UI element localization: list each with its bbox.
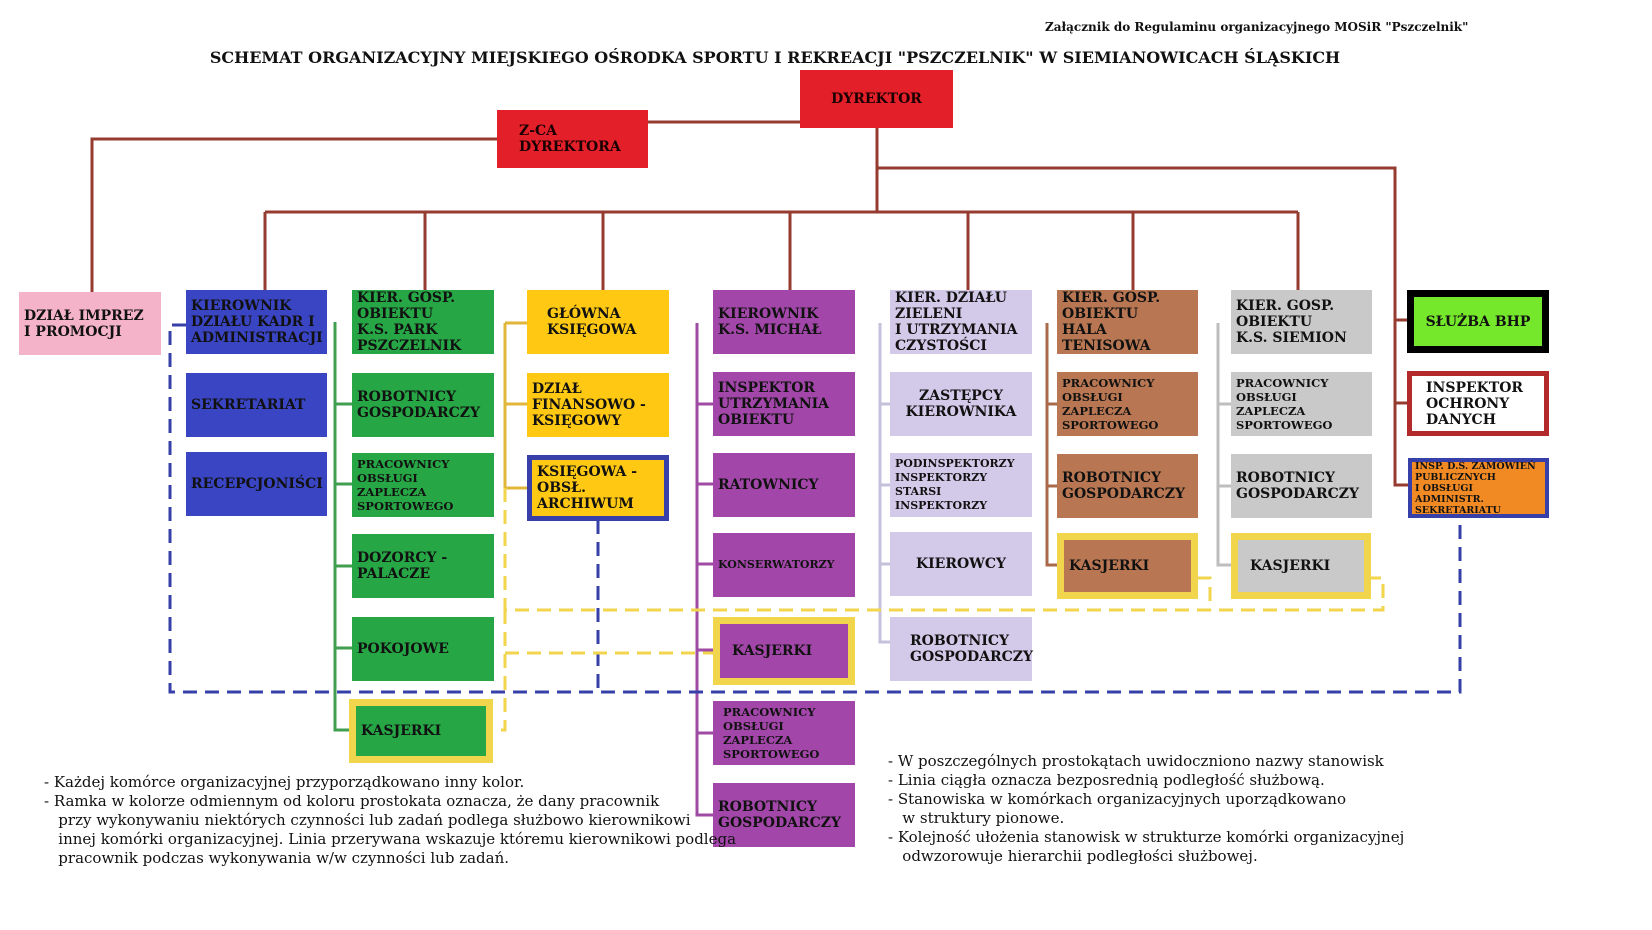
archive-accountant-box: KSIĘGOWA - OBSŁ. ARCHIWUM — [527, 455, 669, 521]
pszczelnik-guards-box: DOZORCY - PALACZE — [352, 534, 494, 598]
annex-caption: Załącznik do Regulaminu organizacyjnego … — [1045, 20, 1469, 34]
siemion-staff-box: PRACOWNICY OBSŁUGI ZAPLECZA SPORTOWEGO — [1231, 372, 1372, 436]
director-box: DYREKTOR — [800, 70, 953, 128]
michal-inspector-box: INSPEKTOR UTRZYMANIA OBIEKTU — [713, 372, 855, 436]
finance-department-box: DZIAŁ FINANSOWO - KSIĘGOWY — [527, 373, 669, 437]
pszczelnik-staff-box: PRACOWNICY OBSŁUGI ZAPLECZA SPORTOWEGO — [352, 453, 494, 517]
receptionists-box: RECEPCJONIŚCI — [186, 452, 327, 516]
deputy-director-box: Z-CA DYREKTORA — [497, 110, 648, 168]
diagram-title: SCHEMAT ORGANIZACYJNY MIEJSKIEGO OŚRODKA… — [209, 48, 1341, 67]
michal-manager-box: KIEROWNIK K.S. MICHAŁ — [713, 290, 855, 354]
hr-manager-box: KIEROWNIK DZIAŁU KADR I ADMINISTRACJI — [186, 290, 327, 354]
greenery-drivers-box: KIEROWCY — [890, 532, 1032, 596]
pszczelnik-manager-box: KIER. GOSP. OBIEKTU K.S. PARK PSZCZELNIK — [352, 290, 494, 354]
greenery-deputies-box: ZASTĘPCY KIEROWNIKA — [890, 372, 1032, 436]
notes-right: - W poszczególnych prostokątach uwidoczn… — [888, 752, 1405, 865]
greenery-inspectors-box: PODINSPEKTORZY INSPEKTORZY STARSI INSPEK… — [890, 453, 1032, 517]
siemion-manager-box: KIER. GOSP. OBIEKTU K.S. SIEMION — [1231, 290, 1372, 354]
greenery-workers-box: ROBOTNICY GOSPODARCZY — [890, 617, 1033, 681]
tennis-manager-box: KIER. GOSP. OBIEKTU HALA TENISOWA — [1057, 290, 1198, 354]
michal-lifeguards-box: RATOWNICY — [713, 453, 855, 517]
pszczelnik-cashiers-box: KASJERKI — [349, 699, 493, 763]
data-protection-inspector-box: INSPEKTOR OCHRONY DANYCH — [1407, 371, 1549, 436]
pszczelnik-maids-box: POKOJOWE — [352, 617, 494, 681]
tennis-workers-box: ROBOTNICY GOSPODARCZY — [1057, 454, 1198, 518]
procurement-inspector-box: INSP. D.S. ZAMÓWIEŃ PUBLICZNYCH I OBSŁUG… — [1408, 458, 1549, 518]
michal-workers-box: ROBOTNICY GOSPODARCZY — [713, 783, 855, 847]
tennis-cashiers-box: KASJERKI — [1057, 533, 1198, 599]
greenery-manager-box: KIER. DZIAŁU ZIELENI I UTRZYMANIA CZYSTO… — [890, 290, 1032, 354]
michal-cashiers-box: KASJERKI — [713, 617, 855, 685]
siemion-workers-box: ROBOTNICY GOSPODARCZY — [1231, 454, 1372, 518]
events-department-box: DZIAŁ IMPREZ I PROMOCJI — [19, 292, 161, 355]
secretariat-box: SEKRETARIAT — [186, 373, 327, 437]
siemion-cashiers-box: KASJERKI — [1231, 533, 1371, 599]
pszczelnik-workers-box: ROBOTNICY GOSPODARCZY — [352, 373, 494, 437]
michal-staff-box: PRACOWNICY OBSŁUGI ZAPLECZA SPORTOWEGO — [713, 701, 855, 765]
chief-accountant-box: GŁÓWNA KSIĘGOWA — [527, 290, 669, 354]
michal-maintenance-box: KONSERWATORZY — [713, 533, 855, 597]
notes-left: - Każdej komórce organizacyjnej przyporz… — [44, 773, 737, 867]
bhp-service-box: SŁUŻBA BHP — [1407, 290, 1549, 353]
tennis-staff-box: PRACOWNICY OBSŁUGI ZAPLECZA SPORTOWEGO — [1057, 372, 1198, 436]
